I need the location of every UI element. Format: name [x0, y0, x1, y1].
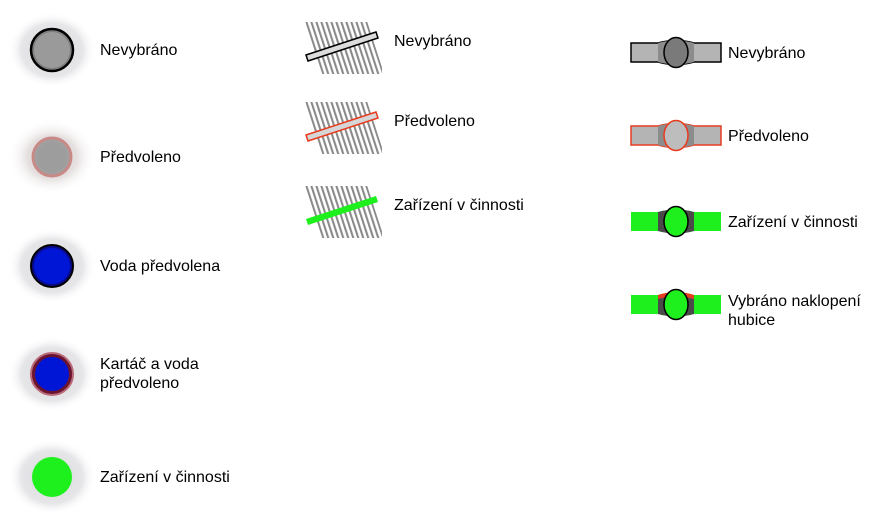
preselected-circle-icon [8, 119, 96, 195]
legend-label: Voda předvolena [100, 257, 221, 275]
nozzle-tilt-icon [631, 288, 721, 321]
brush-active-icon [305, 186, 382, 238]
legend-item-brush-unselected: Nevybráno [300, 18, 471, 78]
nozzle-preselected-icon [630, 119, 722, 152]
legend-label: Zařízení v činnosti [728, 213, 858, 231]
legend-item-preselected: Předvoleno [4, 117, 181, 197]
brush-water-circle-icon [8, 336, 96, 412]
legend-label: Zařízení v činnosti [100, 468, 230, 486]
legend-label: Předvoleno [100, 148, 181, 166]
legend-label: Zařízení v činnosti [394, 196, 524, 214]
nozzle-active-icon [631, 205, 721, 238]
brush-unselected-icon [305, 22, 382, 74]
active-circle-icon [8, 439, 96, 515]
nozzle-unselected-icon [630, 36, 722, 69]
legend-label: Nevybráno [100, 41, 178, 59]
legend-label: Nevybráno [728, 44, 806, 62]
legend-label: Předvoleno [728, 127, 809, 145]
legend-item-brush-water: Kartáč a voda předvoleno [4, 334, 220, 414]
legend-label: Nevybráno [394, 32, 472, 50]
legend-label: Kartáč a voda předvoleno [100, 356, 199, 392]
legend-item-brush-active: Zařízení v činnosti [300, 182, 524, 242]
water-circle-icon [8, 228, 96, 304]
legend-item-nozzle-preselected: Předvoleno [630, 119, 809, 153]
legend-item-brush-preselected: Předvoleno [300, 98, 475, 158]
legend-label: Vybráno naklopení hubice [728, 293, 861, 329]
brush-preselected-icon [305, 102, 382, 154]
legend-item-nozzle-unselected: Nevybráno [630, 36, 805, 70]
legend-item-active: Zařízení v činnosti [4, 437, 230, 517]
legend-label: Předvoleno [394, 112, 475, 130]
grey-circle-icon [8, 12, 96, 88]
legend-item-nozzle-tilt: Vybráno naklopení hubice [630, 288, 868, 330]
legend-item-nozzle-active: Zařízení v činnosti [630, 205, 858, 239]
legend-item-water: Voda předvolena [4, 226, 220, 306]
legend-item-unselected: Nevybráno [4, 10, 177, 90]
